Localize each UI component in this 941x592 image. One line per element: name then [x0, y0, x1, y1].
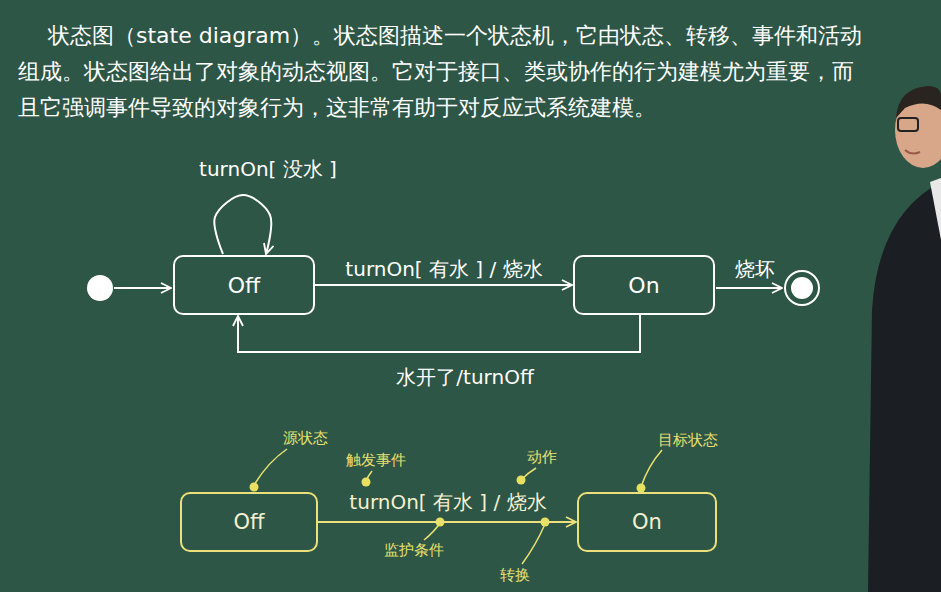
description-paragraph: 状态图（state diagram）。状态图描述一个状态机，它由状态、转移、事件… — [18, 18, 868, 126]
transition-arrow — [238, 315, 640, 352]
leader-line — [254, 449, 287, 485]
callout-label: 源状态 — [283, 429, 328, 448]
leader-line — [522, 524, 545, 564]
state-name: On — [632, 510, 662, 534]
initial-state — [87, 275, 113, 301]
callout-label: 触发事件 — [346, 451, 406, 470]
final-transition — [716, 287, 782, 289]
presenter-suit — [868, 182, 941, 592]
transition-label: 水开了/turnOff — [396, 364, 533, 391]
transition-label: turnOn[ 有水 ] / 烧水 — [345, 256, 542, 283]
final-state-ring — [785, 271, 819, 305]
presenter-collar — [930, 178, 941, 240]
presenter-glasses — [898, 118, 918, 131]
state-name: On — [628, 273, 659, 298]
transition-arrow — [318, 521, 576, 523]
state-name: Off — [228, 273, 260, 298]
presenter-mouth — [905, 150, 920, 154]
transition-arrow — [315, 284, 572, 286]
leader-line — [641, 450, 662, 487]
callout-label: 动作 — [527, 448, 557, 467]
callout-dot — [362, 478, 371, 487]
state-box: On — [577, 492, 717, 552]
transition-arrow — [214, 195, 271, 254]
presenter — [868, 86, 941, 592]
callout-dot — [250, 483, 259, 492]
final-state-dot — [791, 277, 813, 299]
presenter-hair — [896, 86, 941, 118]
callout-label: 监护条件 — [384, 541, 444, 560]
transition-label: turnOn[ 没水 ] — [199, 156, 337, 183]
callout-label: 目标状态 — [658, 431, 718, 450]
state-box: On — [573, 255, 715, 315]
initial-transition — [114, 287, 171, 289]
state-box: Off — [173, 255, 315, 315]
transition-label: 烧坏 — [735, 256, 775, 283]
callout-dot — [517, 476, 526, 485]
callout-label: 转换 — [500, 566, 530, 585]
state-box: Off — [180, 492, 318, 552]
transition-label: turnOn[ 有水 ] / 烧水 — [349, 489, 546, 516]
state-name: Off — [234, 510, 265, 534]
